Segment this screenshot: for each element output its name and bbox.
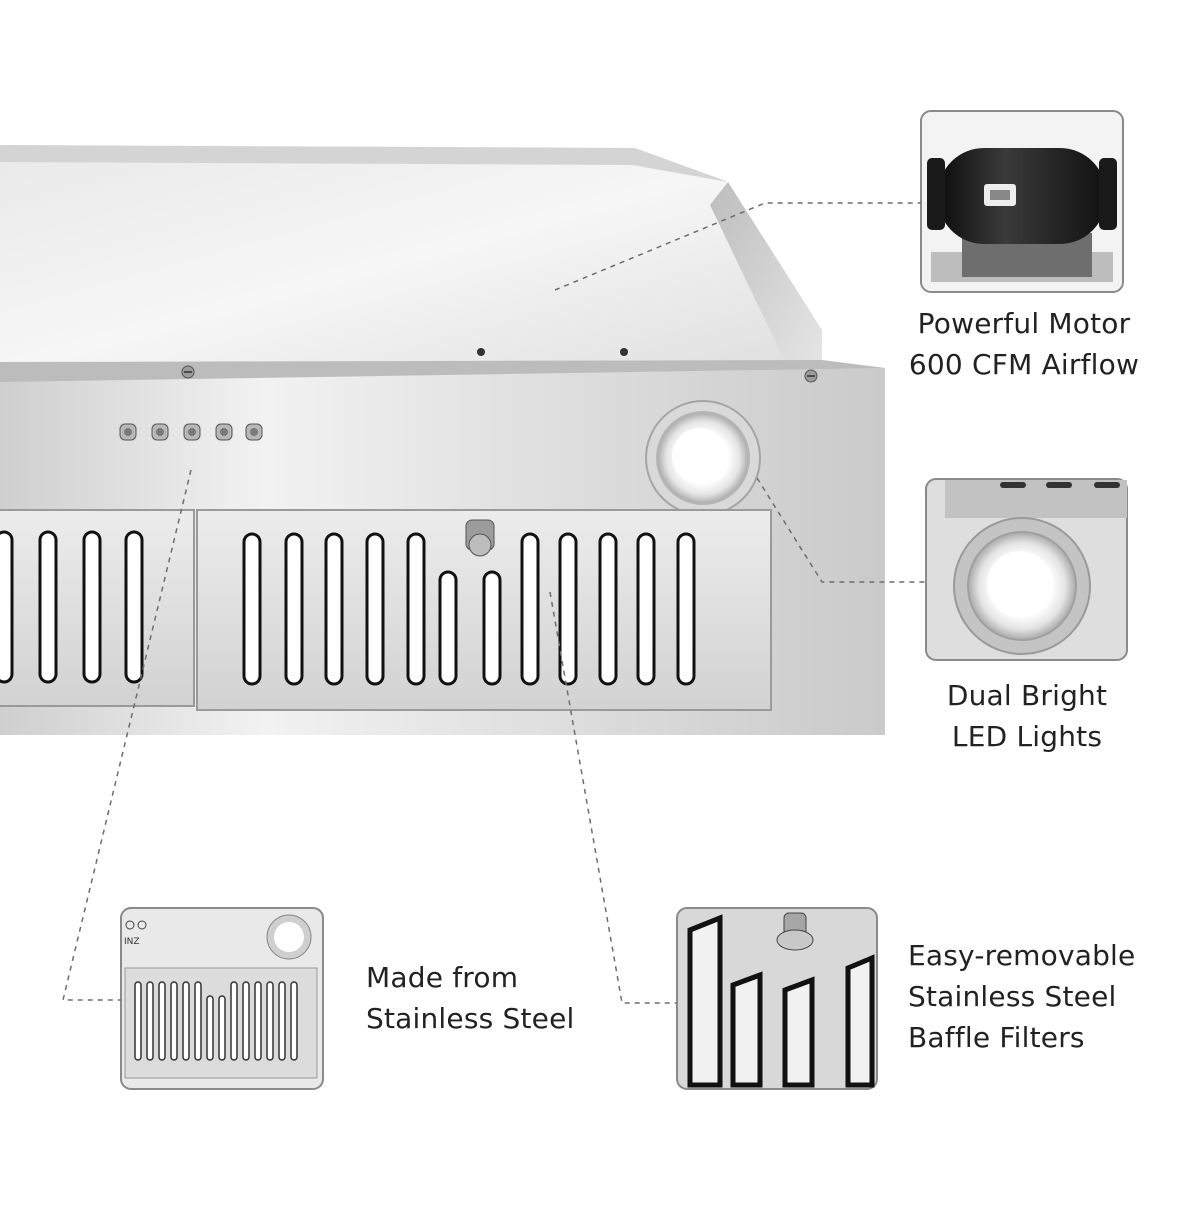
baffle-slots-mini: [134, 981, 298, 1061]
feature-lights-line-1: Dual Bright: [946, 679, 1108, 712]
feature-material-line-2: Stainless Steel: [366, 1002, 575, 1035]
hood-front-lip: [0, 360, 885, 382]
hood-top-panel: [0, 145, 822, 372]
callout-lines: [62, 202, 926, 1004]
feature-caption-material: Made from Stainless Steel: [366, 957, 626, 1039]
mount-hole: [620, 348, 628, 356]
feature-filters-line-3: Baffle Filters: [908, 1021, 1085, 1054]
screw-icon: [181, 365, 195, 379]
led-light-icon: [645, 400, 761, 516]
feature-motor-line-1: Powerful Motor: [917, 307, 1131, 340]
feature-caption-motor: Powerful Motor 600 CFM Airflow: [898, 303, 1150, 385]
baffle-filter-thumbnail: [676, 907, 878, 1090]
stainless-panel-thumbnail: INZ: [120, 907, 324, 1090]
control-button-icon: [151, 423, 169, 441]
led-light-icon: [953, 517, 1091, 655]
control-buttons: [119, 423, 263, 441]
control-button-icon: [119, 423, 137, 441]
control-button-icon: [183, 423, 201, 441]
control-button-icon: [215, 423, 233, 441]
brand-fragment: INZ: [124, 937, 140, 947]
indicator-dot: [137, 920, 147, 930]
led-thumbnail: [925, 478, 1128, 661]
callout-line-material: [62, 469, 192, 1001]
motor-thumbnail: [920, 110, 1124, 293]
baffle-slots-right: [242, 532, 696, 686]
callout-line-filters: [549, 591, 677, 1004]
feature-caption-lights: Dual Bright LED Lights: [912, 675, 1142, 757]
callout-line-lights: [756, 477, 926, 583]
hood-back-ridge: [0, 145, 728, 182]
callout-line-motor: [554, 202, 921, 291]
control-button-icon: [245, 423, 263, 441]
feature-filters-line-1: Easy-removable: [908, 939, 1136, 972]
feature-material-line-1: Made from: [366, 961, 519, 994]
baffle-slots-closeup: [687, 914, 875, 1088]
screw-icon: [804, 369, 818, 383]
blower-motor-icon: [927, 148, 1117, 244]
feature-lights-line-2: LED Lights: [951, 720, 1103, 753]
feature-motor-line-2: 600 CFM Airflow: [908, 348, 1140, 381]
led-light-icon: [266, 914, 312, 960]
hood-right-bevel: [710, 182, 822, 372]
feature-caption-filters: Easy-removable Stainless Steel Baffle Fi…: [908, 935, 1188, 1058]
mount-hole: [477, 348, 485, 356]
filter-knob-icon: [465, 519, 495, 557]
indicator-dot: [125, 920, 135, 930]
filter-knob-icon: [776, 912, 814, 951]
baffle-slots-left: [0, 530, 144, 684]
feature-filters-line-2: Stainless Steel: [908, 980, 1117, 1013]
